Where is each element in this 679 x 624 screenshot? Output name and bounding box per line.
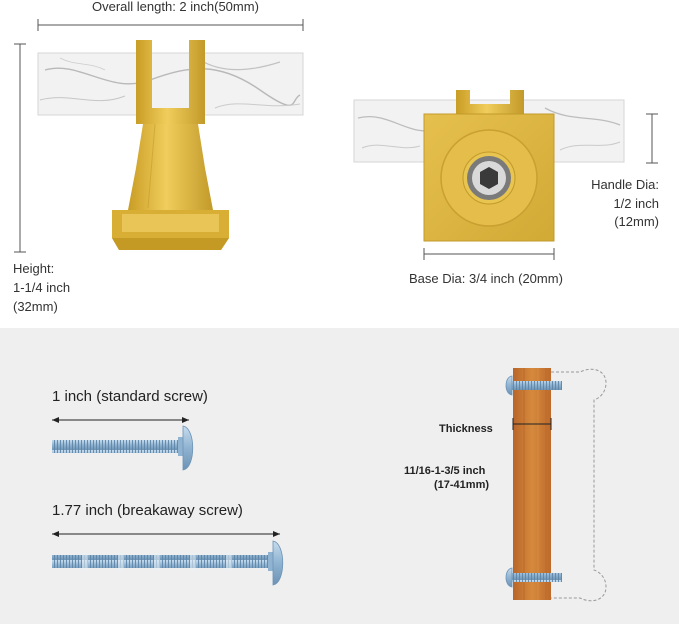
- mounting-thickness-illustration: [505, 368, 607, 602]
- thickness-range-label: 11/16-1-3/5 inch: [404, 465, 486, 477]
- thickness-label: Thickness: [439, 423, 493, 435]
- base-dia-label: Base Dia: 3/4 inch (20mm): [409, 271, 563, 286]
- height-dimension: [14, 43, 26, 253]
- handle-dia-title-label: Handle Dia:: [591, 177, 659, 192]
- handle-dia-mm-label: (12mm): [614, 214, 659, 229]
- breakaway-screw-label: 1.77 inch (breakaway screw): [52, 502, 243, 519]
- height-title-label: Height:: [13, 261, 55, 276]
- height-mm-label: (32mm): [13, 299, 58, 314]
- thickness-mm-label: (17-41mm): [434, 479, 490, 491]
- knob-front-view: [37, 40, 304, 250]
- knob-side-view: [353, 90, 625, 242]
- overall-length-dimension: [37, 19, 304, 31]
- handle-dia-dimension: [646, 113, 658, 164]
- base-dia-dimension: [423, 248, 555, 260]
- overall-length-label: Overall length: 2 inch(50mm): [92, 0, 259, 14]
- handle-dia-value-label: 1/2 inch: [613, 196, 659, 211]
- standard-screw-label: 1 inch (standard screw): [52, 388, 208, 405]
- screw-info-panel: [0, 328, 679, 624]
- standard-screw-illustration: [52, 417, 194, 471]
- breakaway-screw-illustration: [52, 531, 284, 586]
- height-value-label: 1-1/4 inch: [13, 280, 71, 295]
